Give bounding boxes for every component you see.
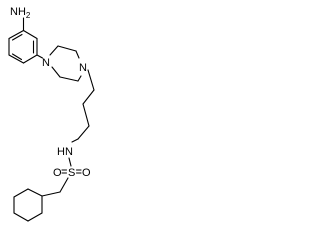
aryl-n-bond <box>36 54 44 59</box>
sulfonamide-nh-label: HN <box>57 146 73 158</box>
structure-diagram: NH2 N N HN S O O <box>0 0 106 232</box>
n-s-bond <box>68 157 72 167</box>
piperazine-ring <box>49 45 82 82</box>
oxygen-right-label: O <box>82 167 91 179</box>
oxygen-left-label: O <box>53 167 62 179</box>
s-ch2-bond <box>59 177 69 193</box>
piperazine-n-top-label: N <box>42 57 50 69</box>
butyl-chain <box>71 69 95 143</box>
cyclohexane-ring <box>13 188 43 222</box>
sulfur-label: S <box>68 167 75 179</box>
molecule-drawing: NH2 N N HN S O O <box>8 6 95 222</box>
amine-label: NH2 <box>10 6 31 20</box>
benzene-ring <box>8 29 38 64</box>
ch2-ring-bond <box>41 191 61 197</box>
piperazine-n-bottom-label: N <box>79 62 87 74</box>
